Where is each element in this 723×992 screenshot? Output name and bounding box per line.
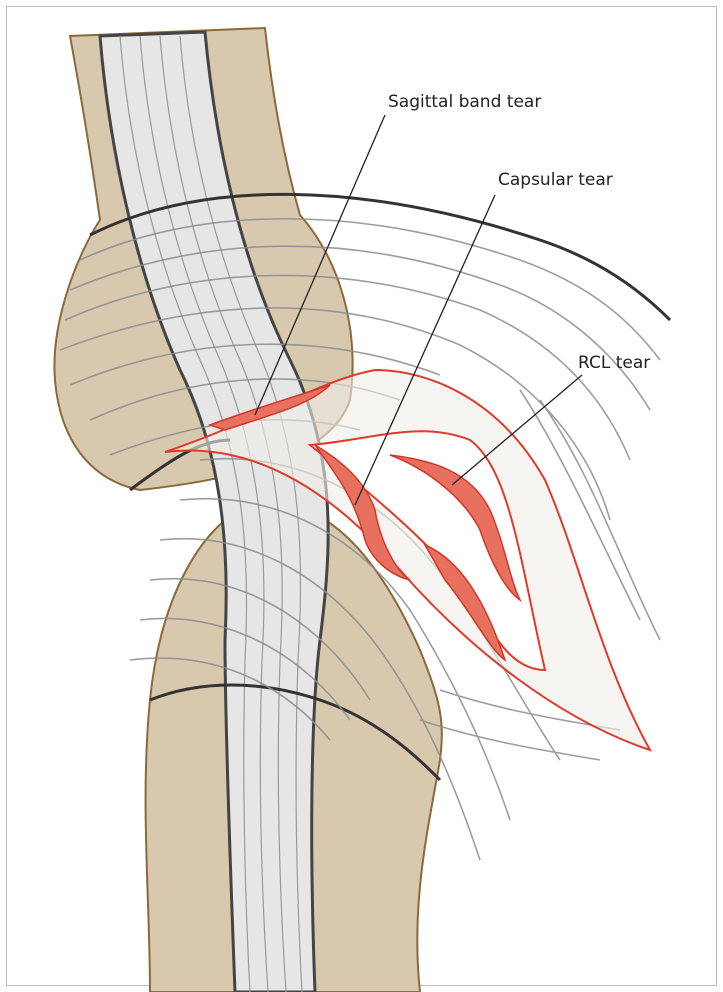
tear-lesions <box>207 384 522 662</box>
capsular-tear-mark <box>314 444 411 581</box>
rcl-tear-label: RCL tear <box>578 353 651 373</box>
sagittal-band-tear-mark <box>207 384 331 431</box>
hood-edge <box>89 192 672 322</box>
joint-line <box>149 683 442 782</box>
capsular-tear-label: Capsular tear <box>498 170 613 190</box>
rcl-tear-mark <box>423 543 507 662</box>
sagittal-band-tear-label: Sagittal band tear <box>388 92 542 112</box>
leader-lines <box>254 114 583 506</box>
